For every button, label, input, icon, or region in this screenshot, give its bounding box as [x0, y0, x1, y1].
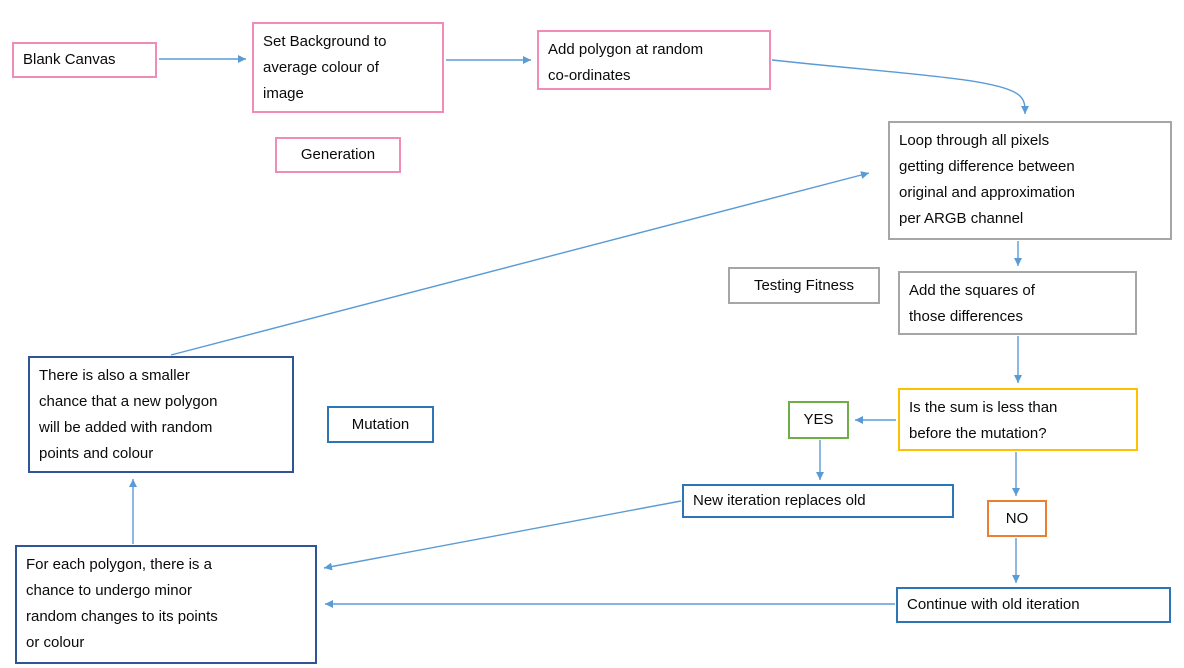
node-add-squares: Add the squares of those differences	[898, 271, 1137, 335]
node-no: NO	[987, 500, 1047, 537]
node-yes: YES	[788, 401, 849, 439]
node-set-background: Set Background to average colour of imag…	[252, 22, 444, 113]
node-smaller-chance: There is also a smaller chance that a ne…	[28, 356, 294, 473]
arrow-addpolygon-to-looppixels	[771, 59, 1029, 115]
node-for-each-polygon: For each polygon, there is a chance to u…	[15, 545, 317, 664]
section-label-testing-fitness: Testing Fitness	[728, 267, 880, 304]
arrow-newiteration-to-foreach	[323, 500, 682, 571]
node-continue-old: Continue with old iteration	[896, 587, 1171, 623]
section-label-mutation: Mutation	[327, 406, 434, 443]
node-loop-pixels: Loop through all pixels getting differen…	[888, 121, 1172, 240]
node-new-iteration: New iteration replaces old	[682, 484, 954, 518]
node-add-polygon: Add polygon at random co-ordinates	[537, 30, 771, 90]
arrow-smallerchance-to-looppixels	[170, 171, 870, 356]
node-blank-canvas: Blank Canvas	[12, 42, 157, 78]
node-decision-sum-less: Is the sum is less than before the mutat…	[898, 388, 1138, 451]
section-label-generation: Generation	[275, 137, 401, 173]
